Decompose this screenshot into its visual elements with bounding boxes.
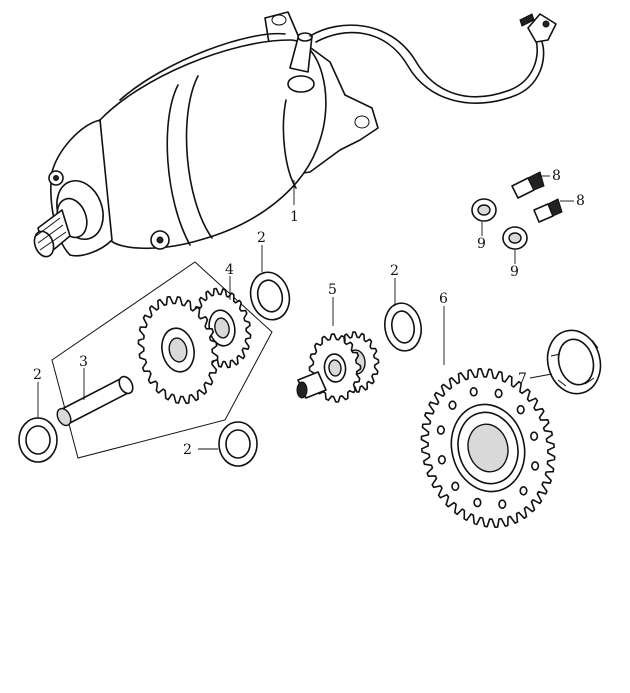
label-reduction-gear: 4 (225, 262, 234, 278)
leader-lines (37, 175, 574, 450)
clutch-ring-drawing (546, 329, 602, 395)
part-labels: 1 2 2 2 2 3 4 5 6 7 8 8 9 9 (33, 168, 585, 458)
washers-drawing (18, 271, 423, 467)
label-driven-gear: 6 (439, 291, 448, 307)
idle-gear-drawing (296, 331, 380, 403)
label-starter-motor: 1 (290, 209, 299, 225)
label-washer-top: 2 (257, 230, 266, 246)
label-bolt-lower: 8 (576, 193, 585, 209)
label-washer-bottom: 2 (183, 442, 192, 458)
label-washer-small-left: 9 (477, 236, 486, 252)
label-washer-small-right: 9 (510, 264, 519, 280)
label-washer-mid: 2 (390, 263, 399, 279)
label-washer-left: 2 (33, 367, 42, 383)
fasteners-drawing (471, 171, 563, 250)
label-idle-gear: 5 (328, 282, 337, 298)
label-shaft: 3 (79, 354, 88, 370)
label-clutch-ring: 7 (518, 371, 527, 387)
driven-gear-drawing (420, 368, 556, 528)
starter-motor-drawing (33, 11, 557, 258)
reduction-gear-drawing (51, 261, 273, 459)
label-bolt-upper: 8 (552, 168, 561, 184)
